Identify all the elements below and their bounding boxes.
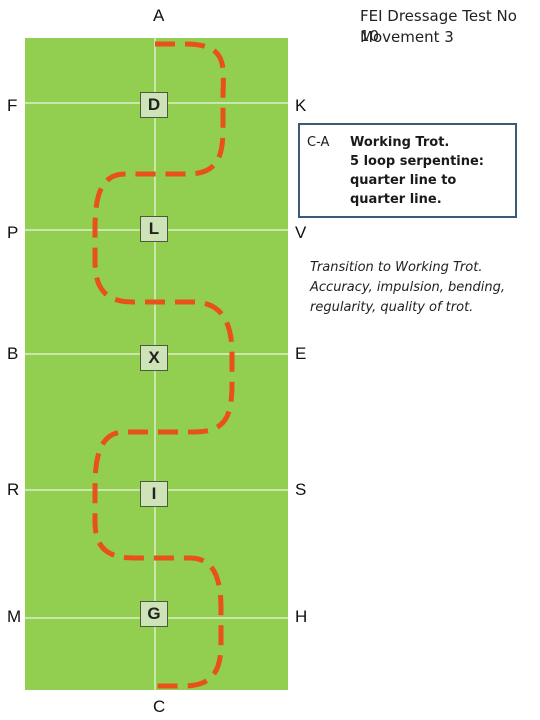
dressage-arena	[25, 38, 288, 690]
letter-m: M	[7, 607, 22, 626]
serpentine-path	[92, 41, 235, 689]
letter-v: V	[295, 223, 307, 242]
marker-i: I	[140, 481, 168, 507]
marker-g: G	[140, 601, 168, 627]
letter-k: K	[295, 96, 307, 115]
letter-a: A	[153, 6, 165, 25]
movement-line: Working Trot.	[350, 135, 450, 150]
directive-text: Transition to Working Trot. Accuracy, im…	[310, 258, 535, 318]
movement-line: quarter line.	[350, 192, 442, 207]
movement-description: Working Trot. 5 loop serpentine: quarter…	[350, 133, 515, 209]
letter-p: P	[7, 223, 19, 242]
letter-f: F	[7, 96, 18, 115]
marker-l: L	[140, 216, 168, 242]
letter-b: B	[7, 344, 19, 363]
letter-h: H	[295, 607, 308, 626]
movement-line: 5 loop serpentine:	[350, 154, 485, 169]
movement-line: quarter line to	[350, 173, 457, 188]
directive-line: Accuracy, impulsion, bending,	[310, 280, 506, 295]
movement-number: Movement 3	[360, 28, 454, 46]
movement-box: C-A Working Trot. 5 loop serpentine: qua…	[298, 123, 517, 218]
movement-code: C-A	[307, 135, 330, 150]
test-title: FEI Dressage Test No 10	[360, 7, 517, 45]
letter-e: E	[295, 344, 307, 363]
letter-s: S	[295, 480, 307, 499]
marker-d: D	[140, 92, 168, 118]
letter-c: C	[153, 697, 166, 716]
marker-x: X	[140, 345, 168, 371]
letter-r: R	[7, 480, 20, 499]
directive-line: Transition to Working Trot.	[310, 260, 483, 275]
directive-line: regularity, quality of trot.	[310, 300, 474, 315]
